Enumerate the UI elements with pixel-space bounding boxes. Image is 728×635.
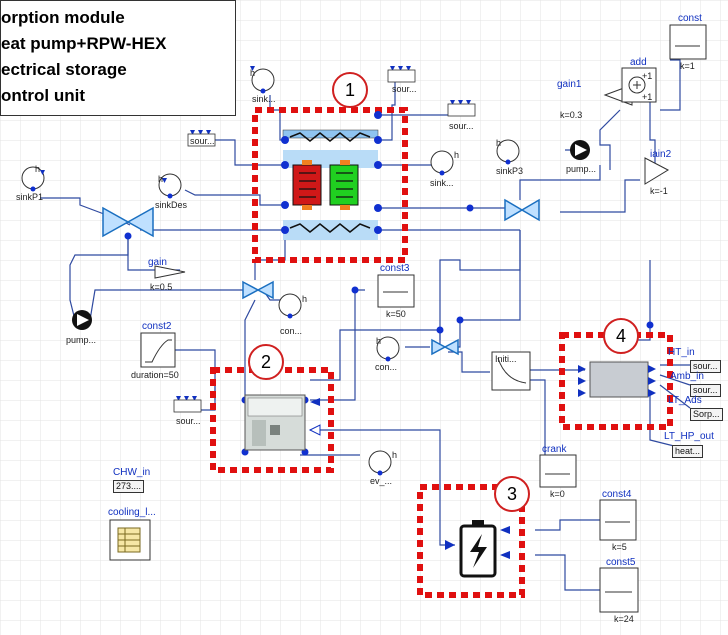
const4-block: [600, 500, 636, 540]
sinkp1-label[interactable]: sinkP1: [16, 192, 43, 202]
const4-param: k=5: [612, 542, 627, 552]
cooling-label[interactable]: cooling_l...: [108, 508, 156, 518]
lt-ads-field[interactable]: Sorp...: [690, 408, 723, 421]
gain1-label[interactable]: gain1: [557, 80, 581, 90]
con2-label[interactable]: con...: [375, 362, 397, 372]
sink-top-label[interactable]: sink...: [252, 94, 276, 104]
con1-label[interactable]: con...: [280, 326, 302, 336]
chw-in-label: CHW_in: [113, 468, 150, 478]
legend-item-storage: ectrical storage: [1, 57, 235, 83]
h-marker-sink-right: h: [454, 150, 459, 160]
crank-label[interactable]: crank: [542, 445, 566, 455]
h-marker-ev: h: [392, 450, 397, 460]
marker-1: 1: [332, 72, 368, 108]
crank-block: [540, 455, 576, 487]
const-label[interactable]: const: [678, 14, 702, 24]
const3-label[interactable]: const3: [380, 264, 409, 274]
sinkp3-label[interactable]: sinkP3: [496, 166, 523, 176]
legend-box: orption module eat pump+RPW-HEX ectrical…: [0, 0, 236, 116]
h-marker-con2: h: [376, 336, 381, 346]
gain-label[interactable]: gain: [148, 258, 167, 268]
sink-right-icon: [431, 151, 453, 173]
add-plus1: +1: [642, 71, 652, 81]
init-label[interactable]: Initi...: [495, 354, 517, 364]
marker-3: 3: [494, 476, 530, 512]
const2-label[interactable]: const2: [142, 322, 171, 332]
h-marker-sink-top: h: [250, 68, 255, 78]
sink-top-icon: [252, 69, 274, 91]
pump-right-label[interactable]: pump...: [566, 164, 596, 174]
legend-item-adsorption: orption module: [1, 5, 235, 31]
sinkdes-label[interactable]: sinkDes: [155, 200, 187, 210]
marker-2: 2: [248, 344, 284, 380]
pump-left-label[interactable]: pump...: [66, 335, 96, 345]
sour-left-label[interactable]: sour...: [190, 136, 215, 146]
h-marker-sinkp3: h: [496, 138, 501, 148]
add-label[interactable]: add: [630, 58, 647, 68]
sour-top-label[interactable]: sour...: [392, 84, 417, 94]
const5-param: k=24: [614, 614, 634, 624]
lt-hp-out-field[interactable]: heat...: [672, 445, 703, 458]
const3-param: k=50: [386, 309, 406, 319]
gain-param: k=0.5: [150, 282, 172, 292]
control-unit: [578, 362, 656, 397]
legend-item-control: ontrol unit: [1, 83, 235, 109]
gain2-param: k=-1: [650, 186, 668, 196]
marker-4: 4: [603, 318, 639, 354]
const5-label[interactable]: const5: [606, 558, 635, 568]
gain1-param: k=0.3: [560, 110, 582, 120]
const-param: k=1: [680, 61, 695, 71]
crank-param: k=0: [550, 489, 565, 499]
lt-ads-label: LT_Ads: [668, 396, 702, 406]
const-block: [670, 25, 706, 59]
const3-block: [378, 275, 414, 307]
h-marker-con1: h: [302, 294, 307, 304]
sour-top2-label[interactable]: sour...: [449, 121, 474, 131]
h-marker-sinkp1: h: [35, 164, 40, 174]
ht-in-label: HT_in: [668, 348, 695, 358]
const4-label[interactable]: const4: [602, 490, 631, 500]
const2-param: duration=50: [131, 370, 179, 380]
sour-const2-label[interactable]: sour...: [176, 416, 201, 426]
cooling-load-block: [110, 520, 150, 560]
ev-label[interactable]: ev_...: [370, 476, 392, 486]
lt-hp-out-label: LT_HP_out: [664, 432, 714, 442]
const5-block: [600, 568, 638, 612]
gain2-label[interactable]: iain2: [650, 150, 671, 160]
h-marker-sinkdes: h: [158, 174, 163, 184]
amb-in-label: Amb_in: [670, 372, 704, 382]
ev-icon: [369, 451, 391, 473]
chw-in-field[interactable]: 273....: [113, 480, 144, 493]
add-plus2: +1: [642, 92, 652, 102]
sink-right-label[interactable]: sink...: [430, 178, 454, 188]
legend-item-heat-pump: eat pump+RPW-HEX: [1, 31, 235, 57]
con1-icon: [279, 294, 301, 316]
